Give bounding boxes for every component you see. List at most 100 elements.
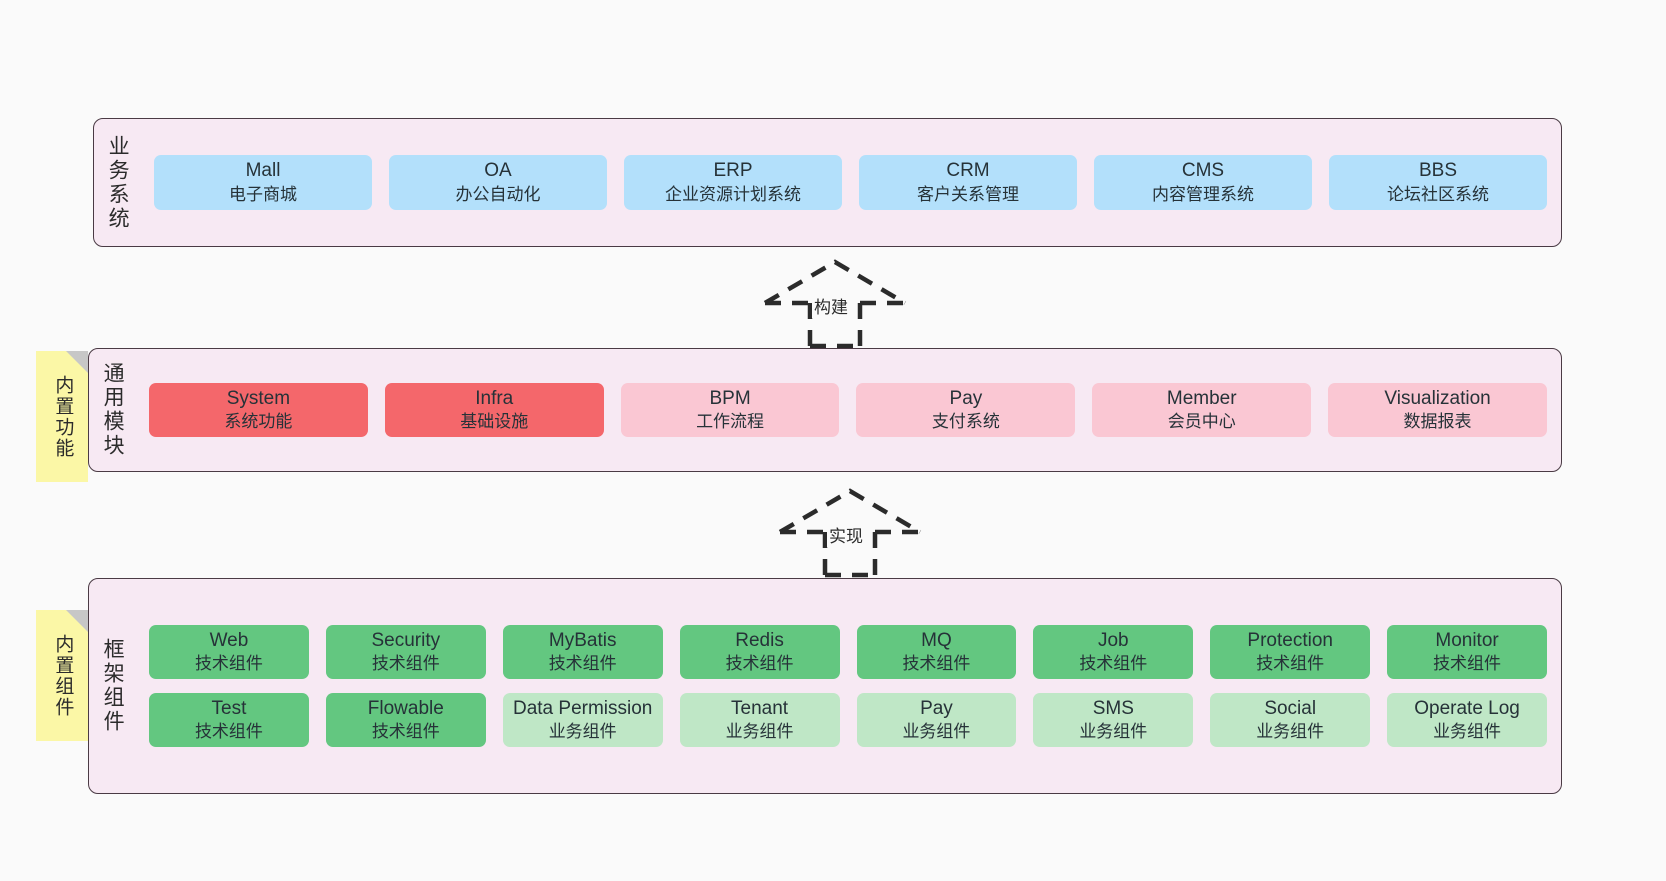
- card-tenant[interactable]: Tenant 业务组件: [679, 693, 840, 748]
- card-mybatis[interactable]: MyBatis 技术组件: [502, 624, 663, 679]
- card-visualization[interactable]: Visualization 数据报表: [1328, 382, 1547, 438]
- card-pay-module[interactable]: Pay 支付系统: [856, 382, 1076, 438]
- card-title: Protection: [1247, 629, 1333, 651]
- card-subtitle: 业务组件: [548, 722, 617, 742]
- card-title: Flowable: [367, 698, 444, 719]
- card-subtitle: 业务组件: [1079, 722, 1148, 742]
- card-subtitle: 业务组件: [1256, 722, 1325, 742]
- card-title: Visualization: [1384, 387, 1491, 409]
- connector-implement: 实现: [775, 487, 925, 578]
- card-subtitle: 电子商城: [229, 184, 297, 204]
- layer-label-business-systems: 业务系统: [106, 134, 130, 231]
- card-subtitle: 技术组件: [1433, 654, 1502, 674]
- card-subtitle: 业务组件: [902, 722, 971, 742]
- card-subtitle: 客户关系管理: [917, 184, 1019, 204]
- card-protection[interactable]: Protection 技术组件: [1210, 624, 1371, 679]
- card-subtitle: 技术组件: [194, 722, 263, 742]
- card-subtitle: 办公自动化: [455, 184, 541, 204]
- card-title: MQ: [921, 629, 952, 651]
- layer-common-modules: 通用模块 System 系统功能 Infra 基础设施 BPM 工作流程 Pay…: [88, 348, 1562, 472]
- card-system[interactable]: System 系统功能: [149, 382, 368, 438]
- note-builtin-features: 内置功能: [36, 351, 88, 482]
- card-subtitle: 技术组件: [371, 722, 440, 742]
- card-mall[interactable]: Mall 电子商城: [154, 155, 372, 210]
- card-monitor[interactable]: Monitor 技术组件: [1387, 624, 1547, 679]
- card-test[interactable]: Test 技术组件: [149, 693, 309, 748]
- card-pay-component[interactable]: Pay 业务组件: [856, 693, 1017, 748]
- card-job[interactable]: Job 技术组件: [1033, 624, 1194, 679]
- layer-business-systems: 业务系统 Mall 电子商城 OA 办公自动化 ERP 企业资源计划系统 CRM…: [93, 118, 1562, 247]
- card-subtitle: 会员中心: [1167, 412, 1236, 432]
- card-subtitle: 基础设施: [460, 412, 529, 432]
- card-flowable[interactable]: Flowable 技术组件: [325, 693, 486, 748]
- card-sms[interactable]: SMS 业务组件: [1033, 693, 1194, 748]
- card-erp[interactable]: ERP 企业资源计划系统: [624, 155, 842, 210]
- layer-label-framework-components: 框架组件: [101, 638, 125, 734]
- card-subtitle: 工作流程: [696, 412, 765, 432]
- card-mq[interactable]: MQ 技术组件: [856, 624, 1017, 679]
- card-crm[interactable]: CRM 客户关系管理: [859, 155, 1077, 210]
- card-subtitle: 支付系统: [931, 412, 1000, 432]
- card-subtitle: 技术组件: [1256, 654, 1325, 674]
- card-security[interactable]: Security 技术组件: [325, 624, 486, 679]
- card-oa[interactable]: OA 办公自动化: [389, 155, 607, 210]
- card-title: Social: [1264, 698, 1317, 719]
- card-title: ERP: [713, 160, 753, 182]
- card-title: Web: [209, 629, 249, 651]
- card-title: Test: [211, 698, 247, 719]
- card-subtitle: 技术组件: [1079, 654, 1148, 674]
- card-title: CMS: [1181, 160, 1225, 182]
- card-title: Security: [371, 629, 441, 651]
- note-label: 内置功能: [52, 374, 74, 459]
- card-title: System: [226, 387, 291, 409]
- layer-body-common-modules: System 系统功能 Infra 基础设施 BPM 工作流程 Pay 支付系统…: [135, 349, 1561, 471]
- card-title: Pay: [949, 387, 983, 409]
- card-title: Redis: [735, 629, 784, 651]
- connector-build-label: 构建: [812, 293, 850, 318]
- card-cms[interactable]: CMS 内容管理系统: [1094, 155, 1312, 210]
- card-title: BBS: [1418, 160, 1458, 182]
- card-web[interactable]: Web 技术组件: [149, 624, 309, 679]
- card-title: Monitor: [1435, 629, 1499, 651]
- layer-framework-components: 框架组件 Web 技术组件 Security 技术组件 MyBatis 技术组件…: [88, 578, 1562, 794]
- card-subtitle: 技术组件: [902, 654, 971, 674]
- card-redis[interactable]: Redis 技术组件: [679, 624, 840, 679]
- card-title: MyBatis: [548, 629, 617, 651]
- card-bbs[interactable]: BBS 论坛社区系统: [1329, 155, 1547, 210]
- layer-body-framework-components: Web 技术组件 Security 技术组件 MyBatis 技术组件 Redi…: [135, 579, 1561, 793]
- card-row: System 系统功能 Infra 基础设施 BPM 工作流程 Pay 支付系统…: [149, 382, 1547, 438]
- card-subtitle: 技术组件: [548, 654, 617, 674]
- card-subtitle: 系统功能: [224, 412, 293, 432]
- connector-build-arrow: [763, 259, 907, 349]
- card-subtitle: 技术组件: [371, 654, 440, 674]
- card-subtitle: 业务组件: [725, 722, 794, 742]
- card-title: Tenant: [731, 698, 789, 719]
- card-subtitle: 业务组件: [1433, 722, 1502, 742]
- card-title: Pay: [920, 698, 953, 719]
- layer-body-business-systems: Mall 电子商城 OA 办公自动化 ERP 企业资源计划系统 CRM 客户关系…: [140, 119, 1561, 246]
- card-title: Job: [1097, 629, 1129, 651]
- card-title: Infra: [475, 387, 514, 409]
- card-subtitle: 内容管理系统: [1152, 184, 1254, 204]
- card-data-permission[interactable]: Data Permission 业务组件: [502, 693, 663, 748]
- card-title: Data Permission: [512, 698, 653, 719]
- card-member[interactable]: Member 会员中心: [1092, 382, 1312, 438]
- card-row: Test 技术组件 Flowable 技术组件 Data Permission …: [149, 693, 1547, 748]
- card-bpm[interactable]: BPM 工作流程: [620, 382, 840, 438]
- card-operate-log[interactable]: Operate Log 业务组件: [1387, 693, 1547, 748]
- card-title: CRM: [946, 160, 990, 182]
- card-subtitle: 论坛社区系统: [1387, 184, 1489, 204]
- card-title: Member: [1166, 387, 1237, 409]
- connector-build: 构建: [760, 258, 910, 349]
- note-label: 内置组件: [52, 633, 74, 718]
- card-social[interactable]: Social 业务组件: [1210, 693, 1371, 748]
- card-row: Web 技术组件 Security 技术组件 MyBatis 技术组件 Redi…: [149, 624, 1547, 679]
- note-fold-corner-icon: [66, 610, 88, 632]
- card-title: OA: [484, 160, 512, 182]
- card-infra[interactable]: Infra 基础设施: [384, 382, 604, 438]
- connector-implement-arrow: [778, 488, 922, 578]
- card-subtitle: 技术组件: [194, 654, 263, 674]
- card-title: Mall: [245, 160, 281, 182]
- note-builtin-components: 内置组件: [36, 610, 88, 741]
